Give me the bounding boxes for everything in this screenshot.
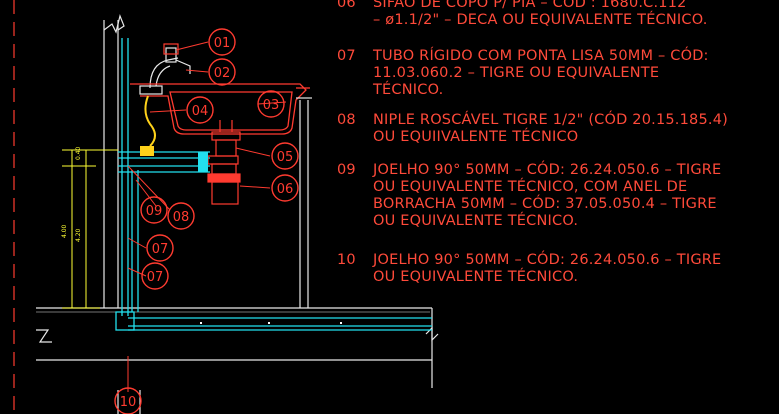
- legend-text-line: OU EQUIIVALENTE TÉCNICO: [373, 129, 579, 145]
- dimension-label-1: 4.00: [61, 224, 68, 238]
- legend-text-line: TUBO RÍGIDO COM PONTA LISA 50MM – CÓD:: [373, 48, 709, 64]
- callout-04: 04: [186, 96, 214, 124]
- svg-text:06: 06: [277, 182, 294, 197]
- legend-number: 08: [337, 112, 356, 128]
- callout-08: 08: [167, 202, 195, 230]
- svg-text:07: 07: [147, 270, 164, 285]
- siphon-trap: [207, 120, 241, 205]
- legend-text-line: OU EQUIVALENTE TÉCNICO.: [373, 269, 579, 285]
- horizontal-drain-pipe: [115, 311, 432, 331]
- legend-text-line: OU EQUIVALENTE TÉCNICO.: [373, 213, 579, 229]
- callout-05: 05: [271, 142, 299, 170]
- svg-text:02: 02: [214, 66, 231, 81]
- legend-text-line: JOELHO 90° 50MM – CÓD: 26.24.050.6 – TIG…: [373, 162, 722, 178]
- dimension-label-2: 4.20: [75, 228, 82, 242]
- pipe-center-marks: [200, 322, 342, 324]
- siphon-outlet: [198, 152, 208, 172]
- legend-text-line: JOELHO 90° 50MM – CÓD: 26.24.050.6 – TIG…: [373, 252, 722, 268]
- legend: 06 SIFÃO DE COPO P/ PIA – CÓD : 1680.C.1…: [337, 0, 779, 414]
- legend-text-line: NIPLE ROSCÁVEL TIGRE 1/2" (CÓD 20.15.185…: [373, 112, 728, 128]
- svg-text:10: 10: [120, 395, 137, 410]
- legend-text-line: OU EQUIVALENTE TÉCNICO, COM ANEL DE: [373, 179, 688, 195]
- svg-text:07: 07: [152, 242, 169, 257]
- legend-text-line: BORRACHA 50MM – CÓD: 37.05.050.4 – TIGRE: [373, 196, 717, 212]
- callout-leaders: [127, 41, 287, 392]
- callout-07-upper: 07: [146, 234, 174, 262]
- callout-01: 01: [208, 28, 236, 56]
- callout-02: 02: [208, 58, 236, 86]
- svg-text:08: 08: [173, 210, 190, 225]
- legend-number: 09: [337, 162, 356, 178]
- svg-text:09: 09: [146, 204, 163, 219]
- dimension-lines: [62, 149, 118, 309]
- svg-text:05: 05: [277, 150, 294, 165]
- wall: [36, 14, 439, 414]
- vertical-drain-pipe: [118, 38, 210, 316]
- cabinet: [296, 97, 312, 308]
- legend-number: 07: [337, 48, 356, 64]
- callout-03: 03: [257, 90, 285, 118]
- legend-text-line: TÉCNICO.: [373, 82, 444, 98]
- svg-text:03: 03: [263, 98, 280, 113]
- legend-number: 06: [337, 0, 356, 11]
- svg-text:04: 04: [192, 104, 209, 119]
- flex-hose: [144, 95, 156, 147]
- legend-text-line: – ø1.1/2" – DECA OU EQUIVALENTE TÉCNICO.: [373, 12, 708, 28]
- legend-number: 10: [337, 252, 356, 268]
- faucet: [139, 47, 191, 95]
- callout-10: 10: [114, 387, 142, 414]
- wall-connection: [140, 146, 154, 156]
- callout-09: 09: [140, 196, 168, 224]
- callout-07-lower: 07: [141, 262, 169, 290]
- legend-text-line: 11.03.060.2 – TIGRE OU EQUIVALENTE: [373, 65, 660, 81]
- legend-text-line: SIFÃO DE COPO P/ PIA – CÓD : 1680.C.112: [373, 0, 687, 11]
- callout-06: 06: [271, 174, 299, 202]
- svg-text:01: 01: [214, 36, 231, 51]
- sink-bowl: [130, 83, 310, 135]
- dimension-label-0: 0.40: [75, 146, 82, 160]
